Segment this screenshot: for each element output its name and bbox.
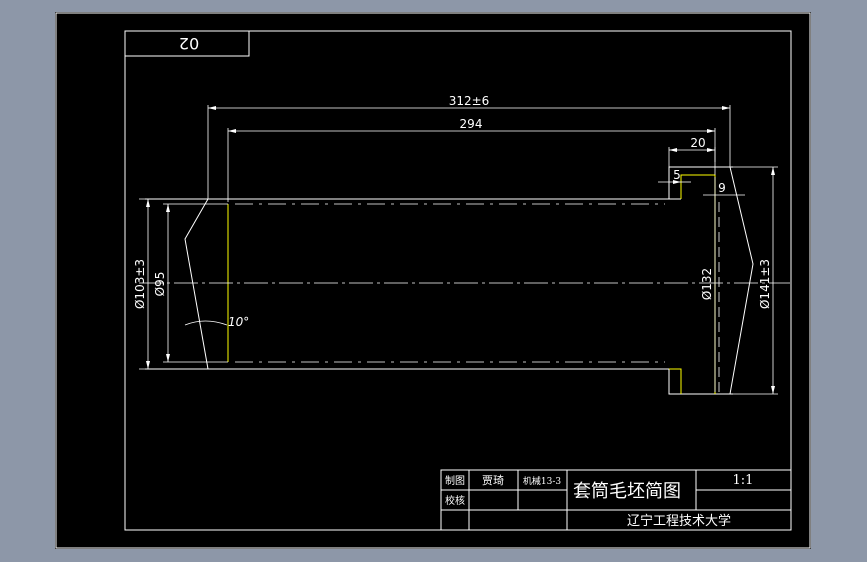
title-block-check-label: 校核 — [445, 494, 465, 507]
dim-right-outer-diameter: Ø141±3 — [758, 259, 772, 309]
cad-viewport[interactable]: 02 — [55, 12, 811, 549]
sheet-border — [55, 12, 811, 549]
dim-left-inner-diameter: Ø95 — [153, 272, 167, 297]
code-box — [124, 30, 250, 57]
title-block-lines — [440, 469, 792, 531]
title-block-school: 辽宁工程技术大学 — [627, 513, 731, 529]
dim-flange-width: 20 — [690, 136, 705, 150]
dim-overall-length: 312±6 — [449, 94, 490, 108]
dimension-arrows — [146, 106, 775, 394]
title-block-class: 机械13-3 — [523, 475, 561, 487]
dimension-lines — [139, 105, 778, 395]
dim-step-5: 5 — [673, 168, 681, 182]
title-block-drawer-name: 贾琦 — [482, 474, 504, 487]
dim-angle: 10° — [228, 315, 249, 329]
dim-left-outer-diameter: Ø103±3 — [133, 259, 147, 309]
left-break-line — [184, 198, 209, 370]
right-break-line — [729, 166, 754, 395]
part-outline — [145, 166, 733, 395]
flange-highlight — [227, 174, 716, 394]
title-block-scale: 1:1 — [733, 473, 754, 488]
drawing-canvas: 02 — [55, 12, 811, 549]
title-block-drawing-title: 套筒毛坯简图 — [573, 481, 681, 502]
dim-inner-length: 294 — [460, 117, 483, 131]
dim-right-inner-diameter: Ø132 — [700, 268, 714, 300]
code-box-text: 02 — [179, 34, 199, 53]
dim-step-9: 9 — [718, 181, 726, 195]
title-block-draw-label: 制图 — [445, 474, 465, 487]
